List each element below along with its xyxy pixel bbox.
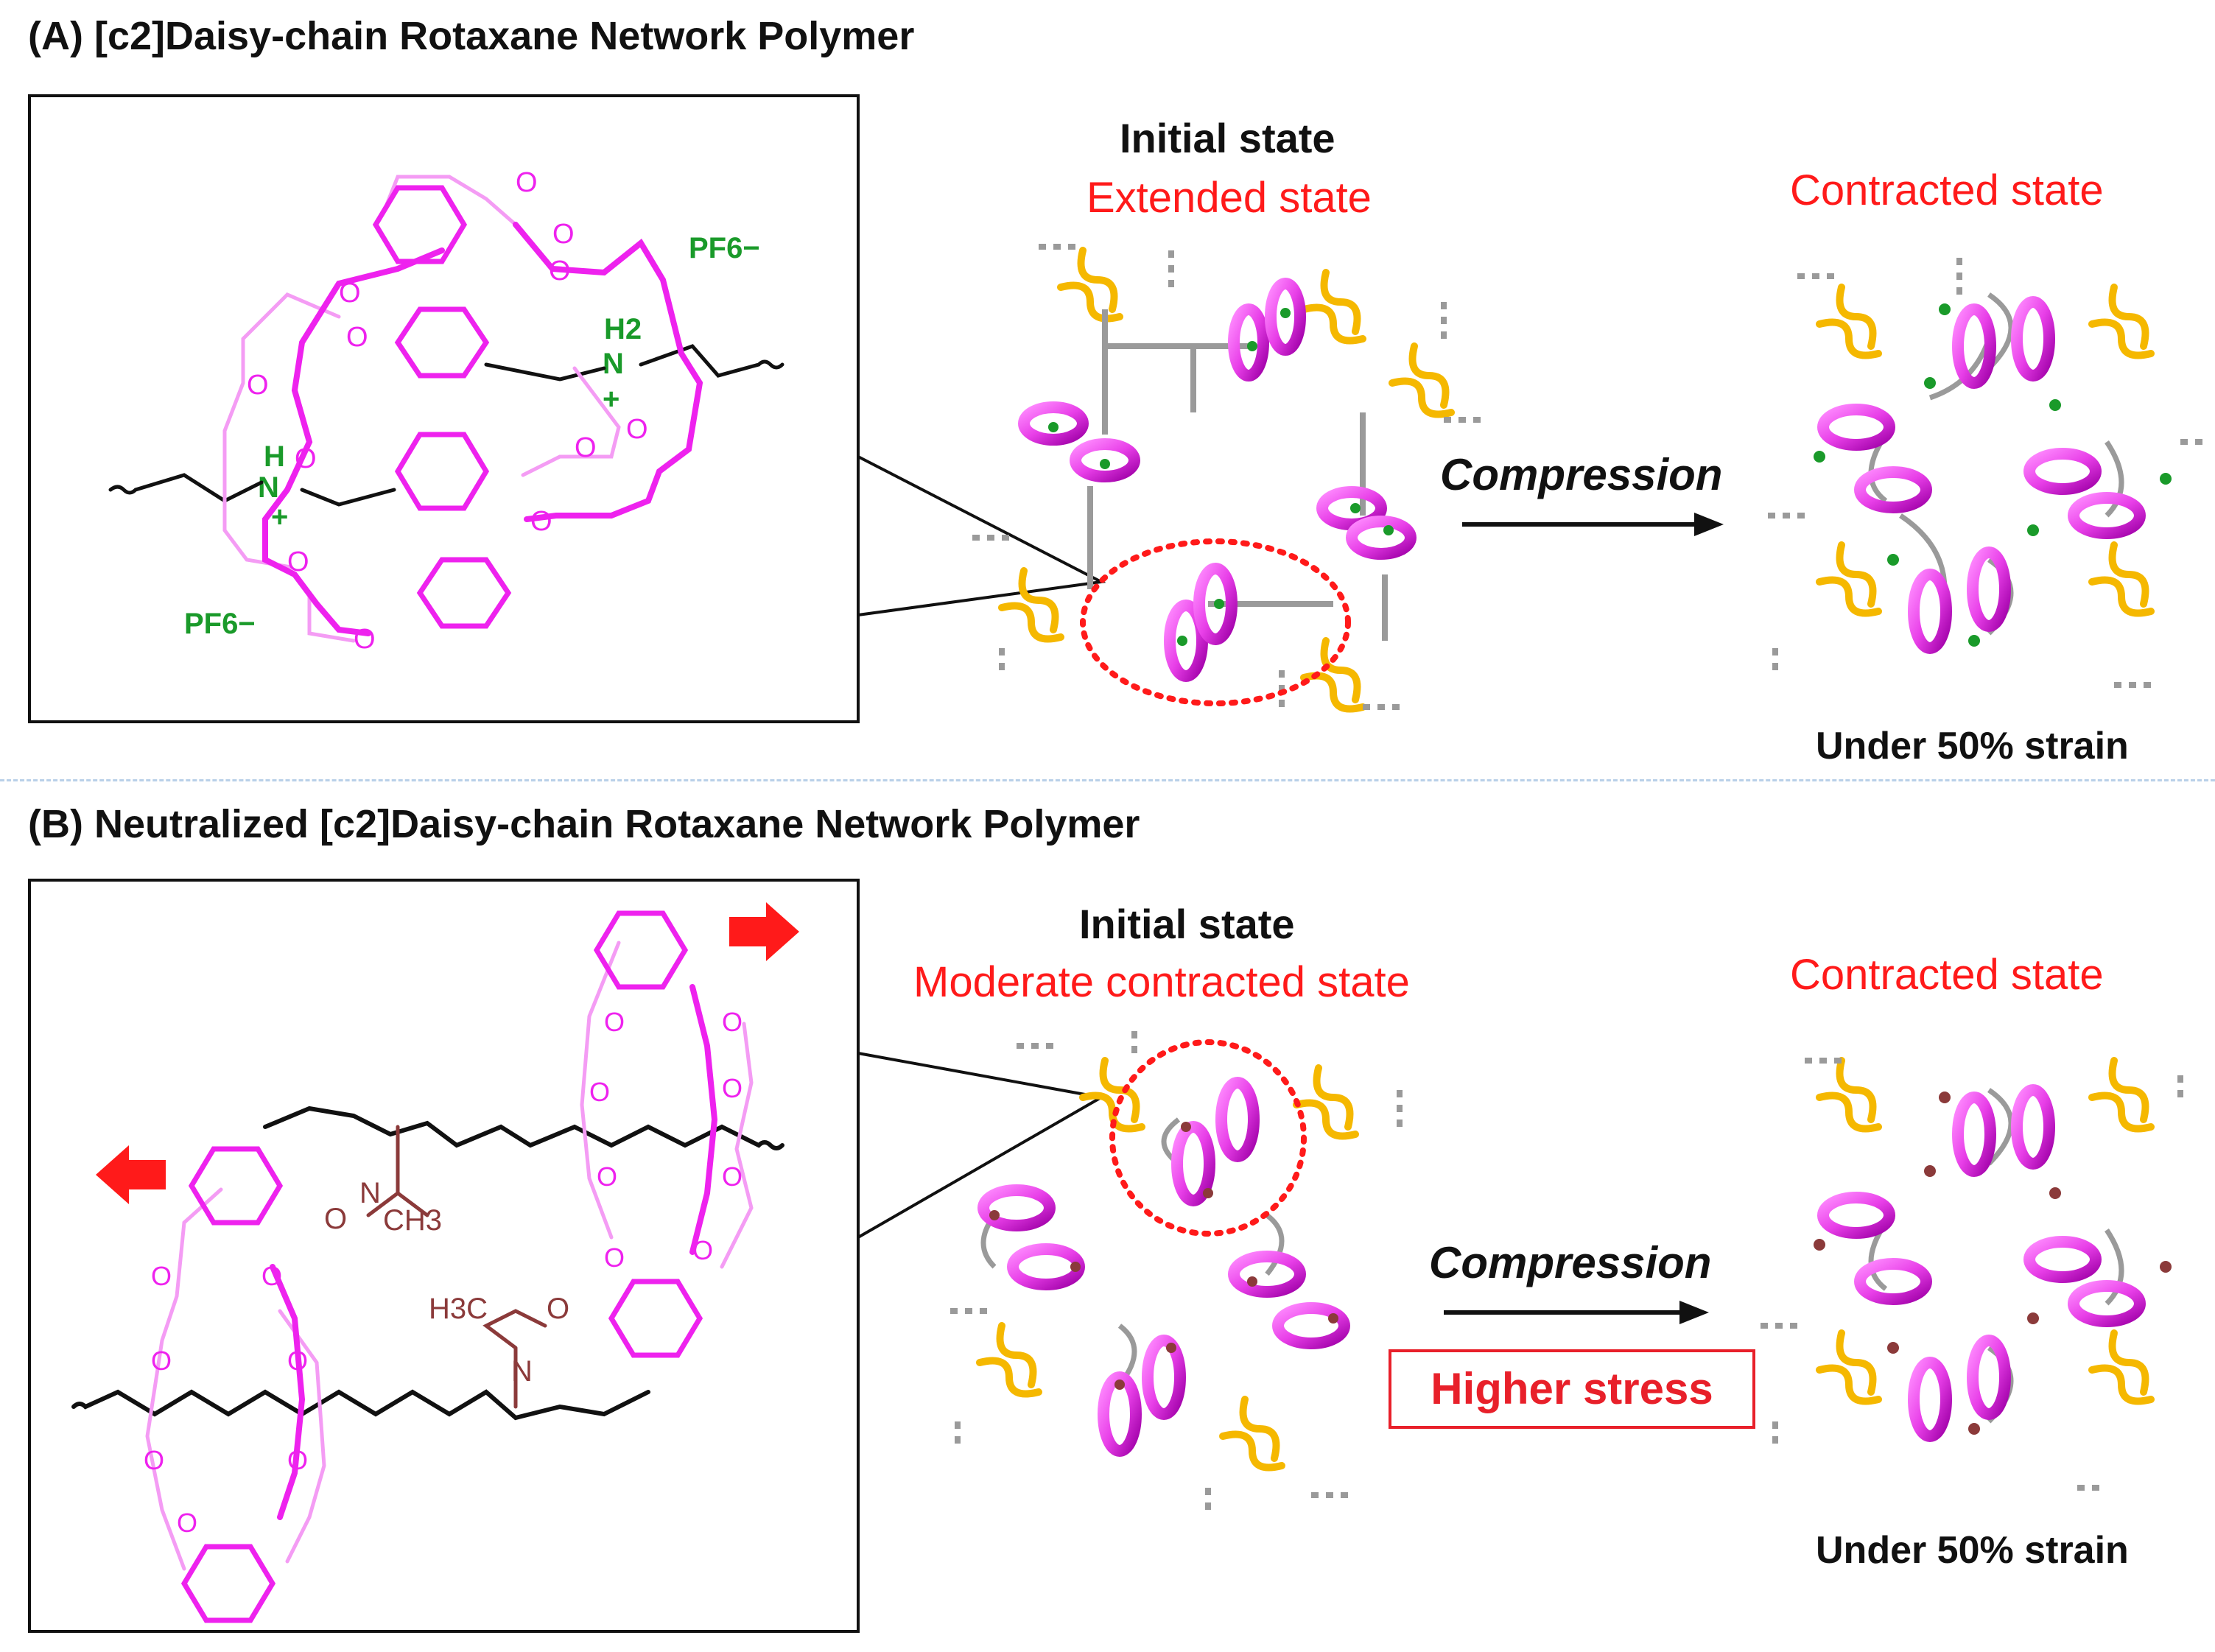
ch3-label: CH3 <box>383 1204 443 1237</box>
svg-text:O: O <box>346 322 368 353</box>
arrow-right-icon <box>1679 1301 1709 1324</box>
panel-b-strain-label: Under 50% strain <box>1816 1529 2129 1572</box>
svg-text:O: O <box>339 278 361 309</box>
panel-b-molecule-box <box>28 879 860 1633</box>
panel-b-initial-label: Initial state <box>1079 901 1295 947</box>
panel-b-initial-network <box>950 1031 1403 1517</box>
svg-text:O: O <box>151 1346 172 1376</box>
panel-divider <box>0 779 2215 781</box>
svg-text:O: O <box>287 546 309 577</box>
nh2-h2-label: H2 <box>604 313 642 345</box>
svg-text:O: O <box>177 1508 197 1538</box>
svg-text:O: O <box>261 1261 282 1291</box>
svg-text:O: O <box>552 219 575 250</box>
svg-text:O: O <box>604 1007 625 1037</box>
panel-a-initial-label: Initial state <box>1120 115 1335 161</box>
panel-a-highlight-circle <box>1080 538 1351 706</box>
svg-text:O: O <box>287 1346 308 1376</box>
panel-a-strain-label: Under 50% strain <box>1816 725 2129 767</box>
panel-b-compression-label: Compression <box>1429 1238 1712 1287</box>
svg-text:O: O <box>626 414 648 445</box>
panel-a-compression-label: Compression <box>1440 450 1723 499</box>
pf6-bottom-label: PF6− <box>184 608 256 640</box>
panel-a-final-label: Contracted state <box>1790 166 2104 214</box>
svg-text:O: O <box>722 1007 743 1037</box>
svg-text:O: O <box>722 1073 743 1103</box>
svg-text:O: O <box>530 506 552 537</box>
panel-b-molecule: O O O O O O O O O O O O O O O <box>71 910 784 1623</box>
higher-stress-box: Higher stress <box>1389 1349 1755 1429</box>
panel-b-highlight-circle <box>1109 1039 1307 1237</box>
nh-h-label: H <box>264 440 285 473</box>
svg-text:O: O <box>354 624 376 655</box>
svg-text:O: O <box>295 443 317 474</box>
panel-b-contracted-network <box>1761 1057 2183 1491</box>
o-left-label: O <box>324 1203 348 1235</box>
panel-b-initial-sub: Moderate contracted state <box>913 958 1410 1006</box>
svg-text:O: O <box>692 1235 713 1265</box>
svg-text:O: O <box>151 1261 172 1291</box>
nh2-plus-label: + <box>603 383 620 415</box>
svg-text:O: O <box>589 1077 610 1107</box>
pf6-top-label: PF6− <box>689 232 760 264</box>
arrow-right-icon <box>1694 513 1724 536</box>
svg-text:O: O <box>549 256 571 287</box>
panel-a-initial-network <box>972 244 1481 713</box>
n-left-label: N <box>359 1177 381 1209</box>
panel-a-molecule-box <box>28 94 860 723</box>
panel-b-title: (B) Neutralized [c2]Daisy-chain Rotaxane… <box>28 802 1140 846</box>
arrow-left-icon <box>96 1145 166 1204</box>
o-right-label: O <box>547 1293 570 1325</box>
svg-text:O: O <box>604 1242 625 1273</box>
panel-a-title: (A) [c2]Daisy-chain Rotaxane Network Pol… <box>28 14 915 58</box>
nh-n-label: N <box>258 471 279 504</box>
svg-text:O: O <box>144 1445 164 1475</box>
svg-text:O: O <box>575 432 597 463</box>
nh2-n-label: N <box>603 348 624 380</box>
svg-text:O: O <box>597 1161 617 1192</box>
arrow-right-icon <box>729 902 799 961</box>
h3c-label: H3C <box>429 1293 488 1325</box>
panel-a-contracted-network <box>1768 258 2210 688</box>
panel-b-final-label: Contracted state <box>1790 951 2104 999</box>
svg-text:O: O <box>287 1445 308 1475</box>
svg-text:O: O <box>722 1161 743 1192</box>
svg-text:O: O <box>247 370 269 401</box>
panel-a-initial-sub: Extended state <box>1087 174 1372 222</box>
svg-text:O: O <box>516 167 538 198</box>
